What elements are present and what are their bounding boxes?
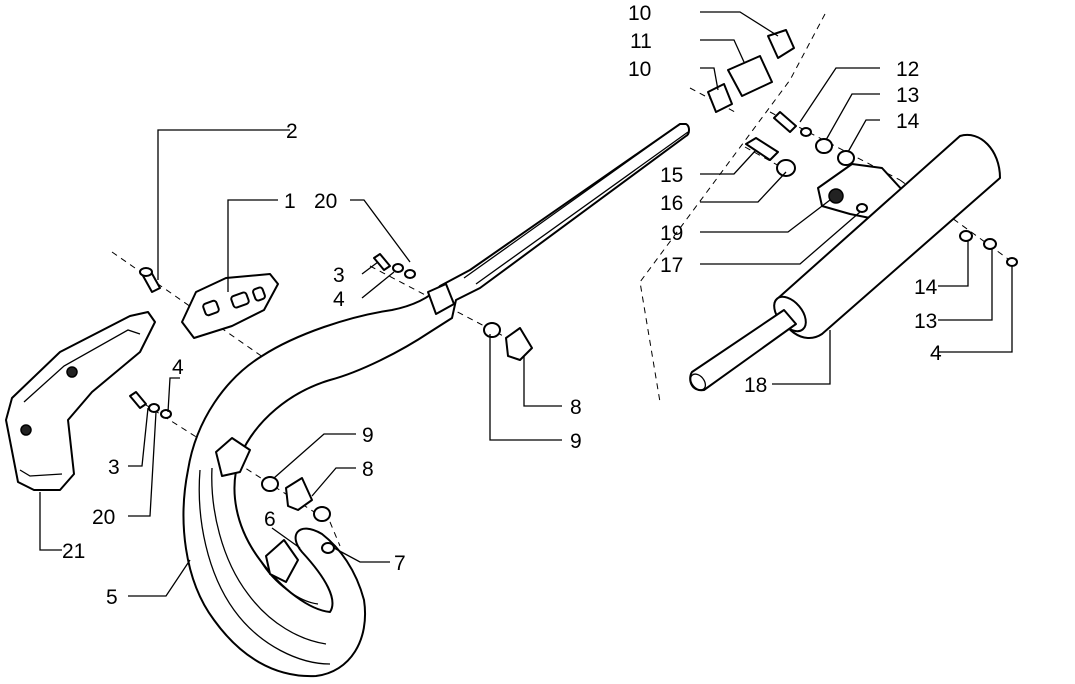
callout-7: 7 <box>394 552 406 575</box>
callout-4-upper: 4 <box>333 288 345 311</box>
callout-15: 15 <box>660 164 683 187</box>
gasket-part <box>181 273 279 339</box>
callout-20-upper: 20 <box>314 190 337 213</box>
callout-1: 1 <box>284 190 296 213</box>
bolt-part-2 <box>139 267 161 293</box>
callout-8-upper: 8 <box>570 396 582 419</box>
leader-lines <box>39 11 1013 597</box>
callout-12: 12 <box>896 58 919 81</box>
rubber-mount-upper <box>483 322 533 361</box>
callout-6: 6 <box>264 508 276 531</box>
left-hardware <box>129 391 172 419</box>
rubber-mount-lower <box>261 476 331 522</box>
callout-4-right: 4 <box>930 342 942 365</box>
callout-3-left: 3 <box>108 456 120 479</box>
callout-19: 19 <box>660 222 683 245</box>
callout-10-top: 10 <box>628 2 651 25</box>
callout-13-upper: 13 <box>896 84 919 107</box>
callout-11: 11 <box>630 30 652 53</box>
silencer-part <box>689 133 1001 392</box>
callout-18: 18 <box>744 374 767 397</box>
callout-9-upper: 9 <box>570 430 582 453</box>
callout-3-upper: 3 <box>333 264 345 287</box>
callout-4-left: 4 <box>172 356 184 379</box>
callout-13-lower: 13 <box>914 310 937 333</box>
callout-9-lower: 9 <box>362 424 374 447</box>
heat-shield-part <box>5 311 156 491</box>
callout-17: 17 <box>660 254 683 277</box>
exhaust-pipe-part <box>182 123 690 678</box>
callout-10-bottom: 10 <box>628 58 651 81</box>
callout-14-lower: 14 <box>914 276 938 299</box>
callout-labels: 2 1 20 3 4 4 3 20 21 5 6 7 9 8 8 9 10 11… <box>62 2 942 609</box>
callout-21: 21 <box>62 540 85 563</box>
callout-14-upper: 14 <box>896 110 920 133</box>
callout-16: 16 <box>660 192 683 215</box>
callout-2: 2 <box>286 120 298 143</box>
clamp-and-sleeve <box>707 29 795 113</box>
callout-5: 5 <box>106 586 118 609</box>
callout-8-lower: 8 <box>362 458 374 481</box>
upper-hardware <box>373 253 416 279</box>
callout-20-left: 20 <box>92 506 115 529</box>
